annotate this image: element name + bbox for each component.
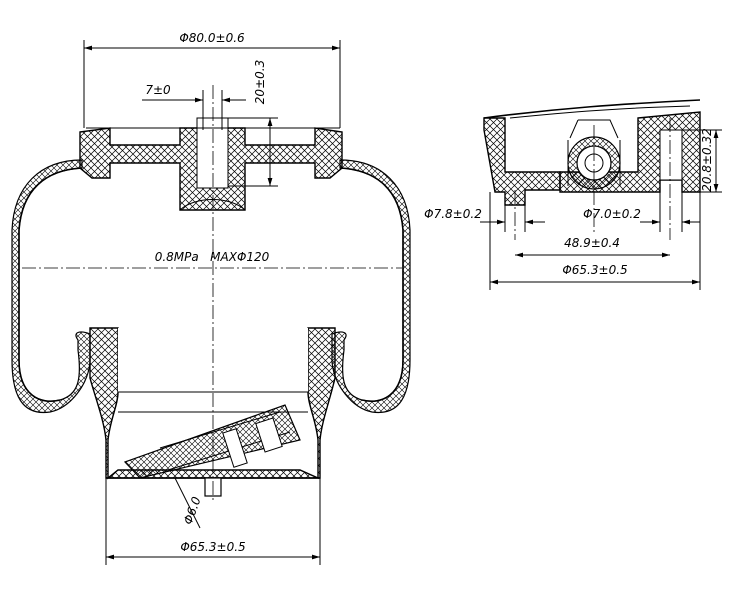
dim-detail-height: 20.8±0.32 bbox=[700, 128, 714, 192]
dim-side-hole: Φ6.0 bbox=[181, 494, 204, 526]
detail-view: 20.8±0.32 Φ7.8±0.2 Φ7.0±0.2 48.9±0.4 Φ65… bbox=[424, 99, 722, 290]
dim-detail-spacing: 48.9±0.4 bbox=[564, 236, 620, 250]
dim-top-diameter: Φ80.0±0.6 bbox=[179, 31, 245, 45]
dim-pressure-max: 0.8MPa MAXΦ120 bbox=[155, 250, 270, 264]
dim-pin-offset: 7±0 bbox=[145, 83, 171, 97]
main-view: Φ80.0±0.6 7±0 20±0.3 0.8MPa MAXΦ120 Φ6.0… bbox=[11, 31, 411, 565]
detail-left-wall bbox=[483, 117, 561, 206]
dim-base-diameter: Φ65.3±0.5 bbox=[180, 540, 245, 554]
bellows-wall bbox=[11, 159, 91, 414]
piston bbox=[89, 327, 336, 480]
dim-detail-pin-right: Φ7.0±0.2 bbox=[583, 207, 641, 221]
dim-detail-pin-left: Φ7.8±0.2 bbox=[424, 207, 482, 221]
dim-detail-diameter: Φ65.3±0.5 bbox=[562, 263, 627, 277]
bellows-wall-right bbox=[331, 159, 411, 414]
dim-pin-height: 20±0.3 bbox=[253, 60, 267, 104]
